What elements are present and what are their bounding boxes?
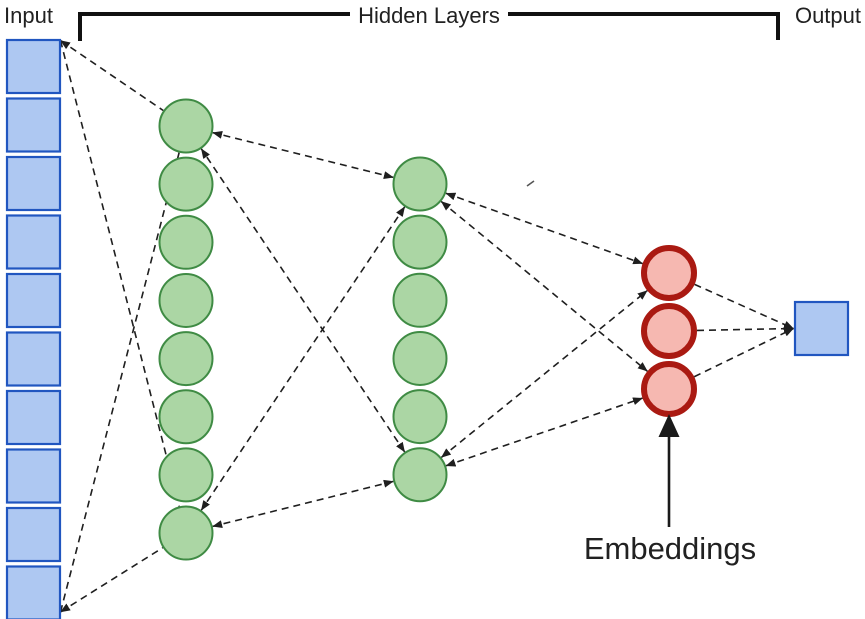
embeddings-arrowhead-icon bbox=[658, 414, 680, 437]
connection-line bbox=[440, 290, 648, 459]
connection-line bbox=[60, 39, 164, 112]
embeddings-node bbox=[641, 303, 697, 359]
connection-line bbox=[200, 148, 406, 453]
embeddings-label: Embeddings bbox=[584, 531, 756, 566]
hidden2-node bbox=[392, 214, 448, 270]
connection-line bbox=[693, 327, 794, 378]
input-label: Input bbox=[4, 3, 53, 28]
connection-line bbox=[694, 283, 794, 330]
layer-hidden1 bbox=[158, 98, 214, 561]
hidden2-node bbox=[392, 330, 448, 386]
embeddings-node bbox=[641, 361, 697, 417]
connection-line bbox=[60, 547, 164, 613]
layer-input bbox=[5, 38, 62, 619]
hidden1-node bbox=[158, 447, 214, 503]
connection-line bbox=[440, 200, 648, 372]
connection-line bbox=[696, 324, 794, 333]
input-node bbox=[5, 331, 62, 387]
output-label: Output bbox=[795, 3, 861, 28]
hidden1-node bbox=[158, 331, 214, 387]
nodes bbox=[5, 38, 850, 619]
layer-output bbox=[793, 300, 850, 357]
hidden2-node bbox=[392, 447, 448, 503]
hidden1-node bbox=[158, 98, 214, 154]
hidden1-node bbox=[158, 389, 214, 445]
bracket-left-segment bbox=[78, 12, 350, 41]
input-node bbox=[5, 389, 62, 446]
hidden2-node bbox=[392, 389, 448, 445]
hidden1-node bbox=[158, 214, 214, 270]
stray-mark bbox=[526, 180, 535, 187]
layer-hidden2 bbox=[392, 156, 448, 503]
input-node bbox=[5, 97, 62, 153]
hidden1-node bbox=[158, 505, 214, 561]
input-node bbox=[5, 272, 62, 329]
hidden-layers-label: Hidden Layers bbox=[358, 3, 500, 28]
input-node bbox=[5, 214, 62, 270]
input-node bbox=[5, 506, 62, 563]
connection-line bbox=[200, 206, 406, 511]
connection-line bbox=[445, 192, 644, 265]
hidden1-node bbox=[158, 156, 214, 212]
input-node bbox=[5, 155, 62, 212]
connection-line bbox=[59, 40, 180, 507]
embeddings-annotation: Embeddings bbox=[584, 414, 756, 566]
connection-line bbox=[212, 131, 394, 179]
connection-line bbox=[212, 479, 394, 528]
embeddings-node bbox=[641, 245, 697, 301]
hidden-layers-bracket bbox=[78, 12, 780, 41]
hidden2-node bbox=[392, 272, 448, 328]
connection-line bbox=[445, 397, 643, 467]
hidden2-node bbox=[392, 156, 448, 212]
bracket-right-segment bbox=[508, 12, 780, 40]
input-node bbox=[5, 38, 62, 95]
layer-embeddings bbox=[641, 245, 697, 417]
input-node bbox=[5, 565, 62, 619]
output-node bbox=[793, 300, 850, 357]
hidden1-node bbox=[158, 272, 214, 328]
connections bbox=[59, 39, 794, 613]
input-node bbox=[5, 448, 62, 504]
